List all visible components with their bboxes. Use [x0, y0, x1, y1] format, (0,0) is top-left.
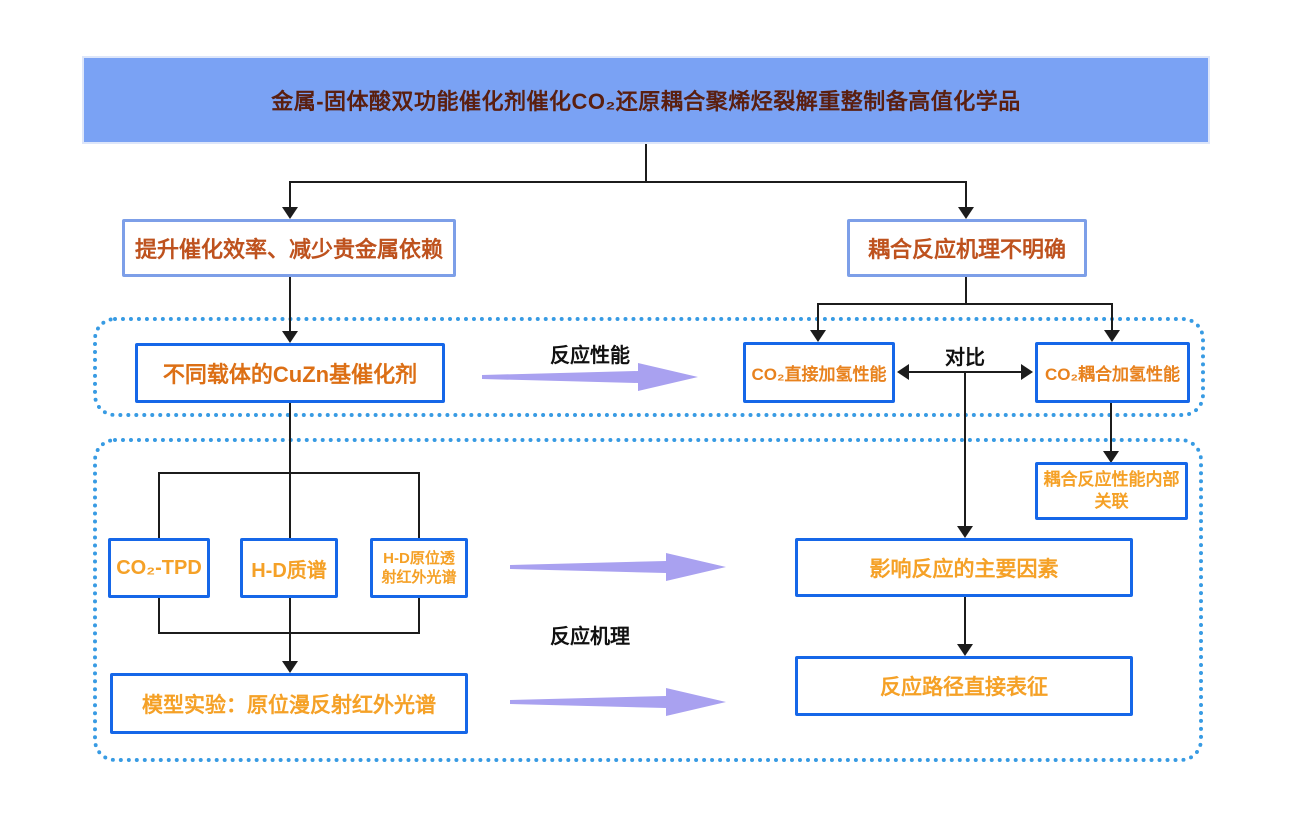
connector-method3-bottom: [418, 598, 420, 634]
mechanism-arrow-top: [510, 553, 726, 581]
region-performance: [93, 317, 1205, 417]
connector-top-split: [289, 181, 967, 183]
direct-hydrogenation-box: CO₂直接加氢性能: [743, 342, 895, 403]
connector-catalyst-to-model: [289, 403, 291, 662]
internal-link-box: 耦合反应性能内部关联: [1035, 462, 1188, 520]
title-banner: 金属-固体酸双功能催化剂催化CO₂还原耦合聚烯烃裂解重整制备高值化学品: [82, 56, 1210, 144]
connector-left-goal: [289, 181, 291, 208]
factors-box-label: 影响反应的主要因素: [869, 557, 1059, 581]
arrowhead-to-direct: [810, 330, 826, 342]
connector-mechanism-stub: [965, 277, 967, 305]
title-text: 金属-固体酸双功能催化剂催化CO₂还原耦合聚烯烃裂解重整制备高值化学品: [271, 89, 1021, 114]
model-experiment-box: 模型实验：原位漫反射红外光谱: [110, 673, 468, 734]
compare-arrow-line: [906, 371, 1024, 373]
performance-arrow-label: 反应性能: [550, 345, 630, 367]
method-box-hd-ir: H-D原位透射红外光谱: [370, 538, 468, 598]
factors-box: 影响反应的主要因素: [795, 538, 1133, 597]
connector-method3-top: [418, 472, 420, 538]
connector-methods-top: [158, 472, 420, 474]
method-box-hd-ms-label: H-D质谱: [251, 559, 327, 582]
arrowhead-to-model: [282, 661, 298, 673]
catalyst-box: 不同载体的CuZn基催化剂: [135, 343, 445, 403]
arrowhead-right-goal: [958, 207, 974, 219]
connector-coupled-to-internal: [1110, 403, 1112, 452]
arrowhead-to-pathway: [957, 644, 973, 656]
coupled-hydrogenation-box: CO₂耦合加氢性能: [1035, 342, 1190, 403]
mechanism-arrow-bottom: [510, 688, 726, 716]
connector-banner-stub: [645, 144, 647, 183]
performance-arrow: [482, 363, 698, 391]
coupled-hydrogenation-label: CO₂耦合加氢性能: [1044, 365, 1181, 384]
connector-to-coupled: [1111, 303, 1113, 331]
arrowhead-to-catalyst: [282, 331, 298, 343]
mechanism-arrow-label: 反应机理: [550, 626, 630, 648]
connector-to-catalyst: [289, 277, 291, 332]
arrowhead-to-factors: [957, 526, 973, 538]
arrowhead-to-internal: [1103, 451, 1119, 463]
internal-link-label: 耦合反应性能内部关联: [1043, 469, 1180, 511]
compare-arrowhead-right: [1021, 364, 1033, 380]
connector-to-direct: [817, 303, 819, 331]
goal-box-mechanism-label: 耦合反应机理不明确: [867, 237, 1066, 262]
goal-box-mechanism: 耦合反应机理不明确: [847, 219, 1087, 277]
compare-label: 对比: [945, 347, 985, 369]
arrowhead-to-coupled: [1104, 330, 1120, 342]
catalyst-box-label: 不同载体的CuZn基催化剂: [162, 362, 418, 387]
model-experiment-label: 模型实验：原位漫反射红外光谱: [142, 693, 436, 717]
connector-factors-to-pathway: [964, 597, 966, 645]
goal-box-efficiency: 提升催化效率、减少贵金属依赖: [122, 219, 456, 277]
arrowhead-left-goal: [282, 207, 298, 219]
connector-methods-bottom: [158, 632, 420, 634]
region-mechanism: [93, 438, 1203, 762]
connector-compare-to-factors: [964, 373, 966, 527]
connector-method1-top: [158, 472, 160, 538]
compare-arrowhead-left: [897, 364, 909, 380]
pathway-box-label: 反应路径直接表征: [880, 676, 1048, 699]
pathway-box: 反应路径直接表征: [795, 656, 1133, 716]
direct-hydrogenation-label: CO₂直接加氢性能: [751, 365, 887, 384]
connector-right-goal: [965, 181, 967, 208]
connector-method1-bottom: [158, 598, 160, 634]
method-box-hd-ms: H-D质谱: [240, 538, 338, 598]
method-box-co2-tpd-label: CO₂-TPD: [116, 556, 202, 579]
method-box-co2-tpd: CO₂-TPD: [108, 538, 210, 598]
connector-mechanism-split: [817, 303, 1113, 305]
goal-box-efficiency-label: 提升催化效率、减少贵金属依赖: [134, 237, 443, 262]
method-box-hd-ir-label: H-D原位透射红外光谱: [381, 549, 457, 587]
